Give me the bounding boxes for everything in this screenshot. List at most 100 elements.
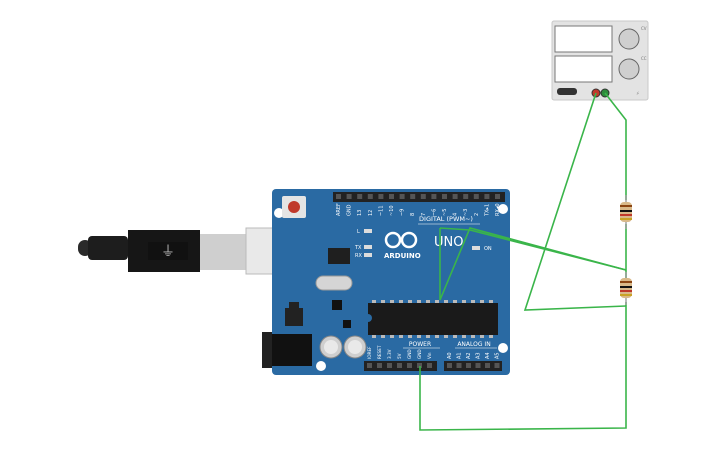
header-pin[interactable] — [442, 194, 447, 199]
chip-pin — [381, 300, 385, 303]
digital-pin-label: ~3 — [463, 209, 469, 216]
svg-text:RX: RX — [355, 253, 362, 259]
chip-pin — [408, 335, 412, 338]
header-pin[interactable] — [495, 194, 500, 199]
header-pin[interactable] — [407, 363, 412, 368]
header-pin[interactable] — [357, 194, 363, 199]
chip-pin — [471, 335, 475, 338]
header-pin[interactable] — [367, 363, 372, 368]
chip-pin — [480, 335, 484, 338]
header-pin[interactable] — [452, 194, 458, 199]
header-pin[interactable] — [387, 363, 392, 368]
arduino-logo: ARDUINO UNO — [384, 231, 463, 260]
chip-pin — [453, 300, 457, 303]
voltage-knob[interactable] — [618, 28, 640, 50]
atmega-chip — [368, 300, 498, 338]
usb-cable[interactable]: ⏚ — [78, 227, 277, 275]
power-pin-label: GND — [417, 349, 422, 359]
chip-pin — [372, 300, 376, 303]
digital-pin-label: 13 — [357, 210, 363, 216]
power-pin-label: RESET — [377, 345, 382, 359]
chip-pin — [399, 300, 403, 303]
wires[interactable] — [419, 92, 627, 431]
wire-psu-to-resistor1 — [604, 92, 627, 200]
power-pin-label: 3.3V — [387, 349, 392, 359]
digital-pin-label: AREF — [336, 203, 342, 216]
header-pin[interactable] — [484, 194, 490, 199]
header-pin[interactable] — [427, 363, 432, 368]
digital-pin-label: RX◂0 — [495, 203, 501, 216]
chip-pin — [435, 335, 439, 338]
mounting-hole — [316, 361, 326, 371]
header-pin[interactable] — [397, 363, 402, 368]
header-pin[interactable] — [399, 194, 405, 199]
usb-chip — [328, 248, 350, 264]
reset-button[interactable] — [282, 196, 306, 218]
digital-pin-label: 4 — [453, 213, 459, 216]
chip-pin — [453, 335, 457, 338]
header-pin[interactable] — [420, 194, 426, 199]
digital-pin-label: 2 — [474, 213, 480, 216]
dc-power-jack[interactable] — [262, 332, 312, 368]
voltage-regulator — [285, 308, 303, 326]
chip-pin — [381, 335, 385, 338]
header-pin[interactable] — [447, 363, 452, 368]
power-pin-label: Vin — [427, 352, 432, 359]
chip-pin — [390, 335, 394, 338]
digital-pin-label: ~5 — [442, 209, 448, 216]
header-pin[interactable] — [377, 363, 382, 368]
usb-icon: ⏚ — [161, 244, 175, 260]
wire-psu-to-node — [523, 92, 627, 311]
analog-pin-label: A1 — [457, 352, 463, 359]
analog-pin-label: A5 — [495, 352, 501, 359]
current-knob[interactable] — [618, 58, 640, 80]
header-pin[interactable] — [389, 194, 394, 199]
resistor-2[interactable] — [620, 272, 632, 305]
header-pin[interactable] — [378, 194, 384, 199]
header-pin[interactable] — [336, 194, 341, 199]
digital-pin-label: GND — [347, 204, 353, 216]
digital-header[interactable] — [333, 192, 505, 202]
resistor-1[interactable] — [620, 195, 632, 229]
header-pin[interactable] — [417, 363, 422, 368]
header-pin[interactable] — [431, 194, 437, 199]
chip-pin — [417, 300, 421, 303]
digital-pin-label: ~9 — [400, 209, 406, 216]
chip-pin — [372, 335, 376, 338]
dc-power-supply[interactable]: CV CC ⚡ — [551, 20, 649, 101]
digital-pin-label: 12 — [368, 210, 374, 216]
header-pin[interactable] — [346, 194, 352, 199]
chip-pin — [444, 300, 448, 303]
chip-pin — [462, 300, 466, 303]
led-rx: RX — [355, 253, 372, 259]
digital-header-label: DIGITAL (PWM~) — [419, 215, 473, 223]
chip-pin — [426, 335, 430, 338]
mounting-hole — [274, 208, 284, 218]
header-pin[interactable] — [485, 363, 490, 368]
header-pin[interactable] — [463, 194, 469, 199]
chip-pin — [489, 300, 493, 303]
digital-pin-label: ~6 — [431, 209, 437, 216]
power-switch[interactable] — [557, 88, 577, 95]
wire-pin-to-node — [439, 227, 627, 301]
header-pin[interactable] — [410, 194, 416, 199]
chip-pin — [417, 335, 421, 338]
chip-pin — [444, 335, 448, 338]
chip-pin — [408, 300, 412, 303]
header-pin[interactable] — [475, 363, 481, 368]
crystal — [315, 275, 353, 291]
brand-name: ARDUINO — [384, 252, 421, 260]
header-pin[interactable] — [466, 363, 471, 368]
analog-header[interactable] — [444, 361, 502, 371]
lightning-icon: ⚡ — [636, 91, 640, 97]
chip-pin — [426, 300, 430, 303]
header-pin[interactable] — [456, 363, 462, 368]
header-pin[interactable] — [494, 363, 500, 368]
voltage-display — [554, 25, 613, 53]
chip-pin — [489, 335, 493, 338]
header-pin[interactable] — [367, 194, 373, 199]
chip-pin — [399, 335, 403, 338]
header-pin[interactable] — [473, 194, 479, 199]
